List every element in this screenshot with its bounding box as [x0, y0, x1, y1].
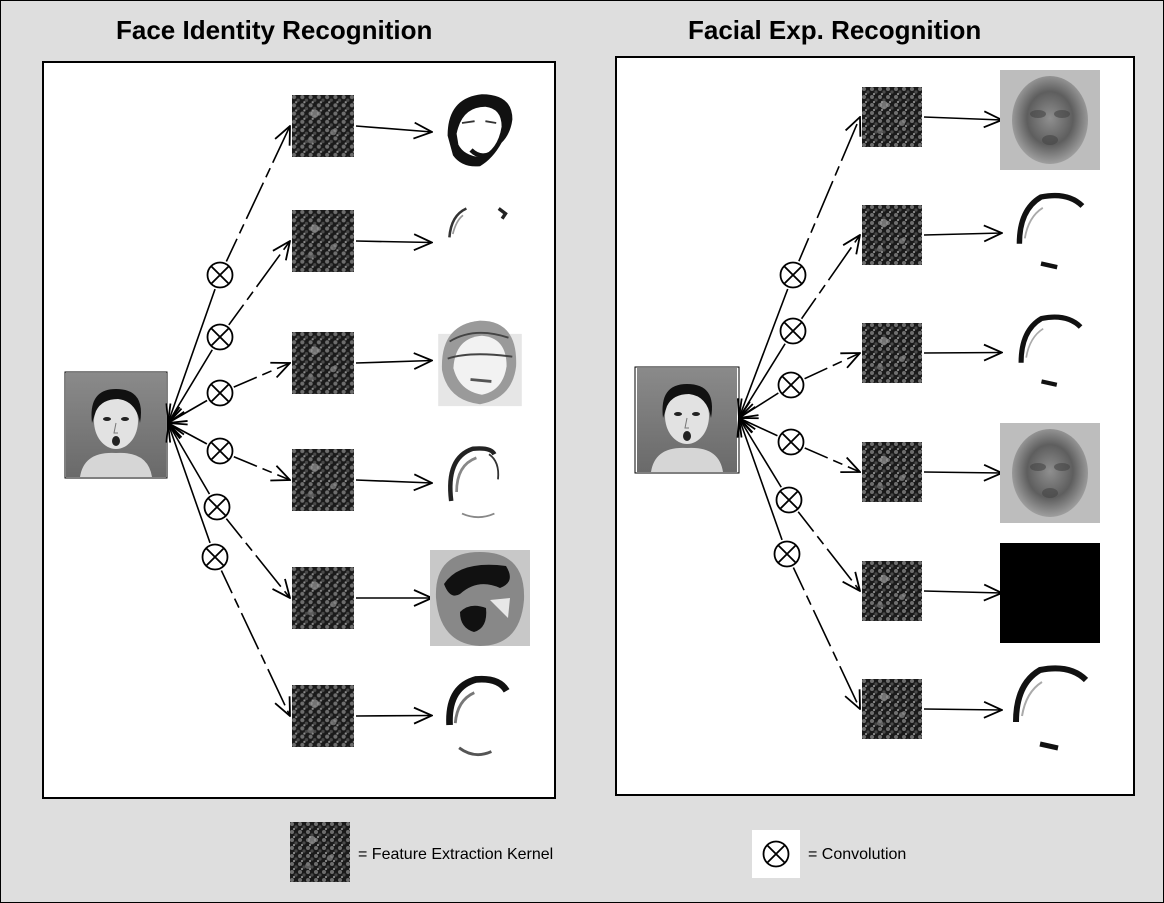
face-map-4 — [450, 448, 498, 517]
kernel-icon — [292, 332, 354, 394]
face-identity-diagram — [64, 94, 530, 754]
branch-line-to-kernel — [788, 499, 860, 591]
arrow-to-feature-map — [923, 709, 1002, 710]
kernel-icon — [292, 95, 354, 157]
kernel-icon — [862, 205, 922, 265]
kernel-icon — [292, 567, 354, 629]
blurred-face-map — [1000, 423, 1100, 523]
branch-line-to-kernel — [214, 556, 290, 716]
arrow-to-feature-map — [355, 480, 432, 483]
kernel-icon — [862, 323, 922, 383]
kernel-icon — [862, 561, 922, 621]
branch-line-to-kernel — [792, 117, 860, 276]
legend-kernel-icon — [290, 822, 350, 882]
face-map-sparse — [1021, 317, 1081, 385]
face-map-1 — [448, 94, 513, 166]
arrow-to-feature-map — [355, 716, 432, 717]
branch-line-to-kernel — [786, 553, 860, 709]
kernel-icon — [862, 442, 922, 502]
branch-line-to-input — [739, 274, 794, 418]
black-map — [1000, 543, 1100, 643]
branch-line-to-input — [168, 274, 221, 423]
face-map-5 — [430, 550, 530, 646]
face-map-3 — [436, 319, 524, 408]
input-face-photo — [636, 368, 738, 472]
face-map-2 — [447, 206, 508, 240]
branch-line-to-kernel — [219, 126, 290, 276]
branch-line-to-input — [739, 418, 788, 555]
kernel-icon — [292, 210, 354, 272]
input-face-photo — [66, 373, 166, 477]
panel-title-facial-expression: Facial Exp. Recognition — [688, 15, 982, 45]
arrow-to-feature-map — [923, 591, 1002, 593]
kernel-icon — [292, 449, 354, 511]
kernel-icon — [862, 87, 922, 147]
arrow-to-feature-map — [355, 126, 432, 132]
face-map-6 — [449, 679, 506, 754]
facial-expression-diagram — [634, 70, 1100, 748]
legend-convolution-label: = Convolution — [808, 846, 907, 863]
branch-line-to-kernel — [216, 506, 290, 598]
branch-line-to-input — [168, 423, 216, 558]
arrow-to-feature-map — [923, 117, 1002, 120]
arrow-to-feature-map — [923, 353, 1002, 354]
legend-convolution-icon — [762, 840, 790, 868]
arrow-to-feature-map — [923, 472, 1002, 473]
blurred-face-map — [1000, 70, 1100, 170]
kernel-icon — [292, 685, 354, 747]
face-map-sparse — [1016, 668, 1086, 748]
face-map-sparse — [1019, 196, 1082, 268]
arrow-to-feature-map — [923, 233, 1002, 235]
arrow-to-feature-map — [355, 361, 432, 364]
branch-line-to-kernel — [792, 235, 860, 332]
arrow-to-feature-map — [355, 241, 432, 243]
branch-line-to-kernel — [219, 241, 290, 338]
legend-kernel-label: = Feature Extraction Kernel — [358, 846, 554, 863]
panel-title-face-identity: Face Identity Recognition — [116, 15, 433, 45]
kernel-icon — [862, 679, 922, 739]
